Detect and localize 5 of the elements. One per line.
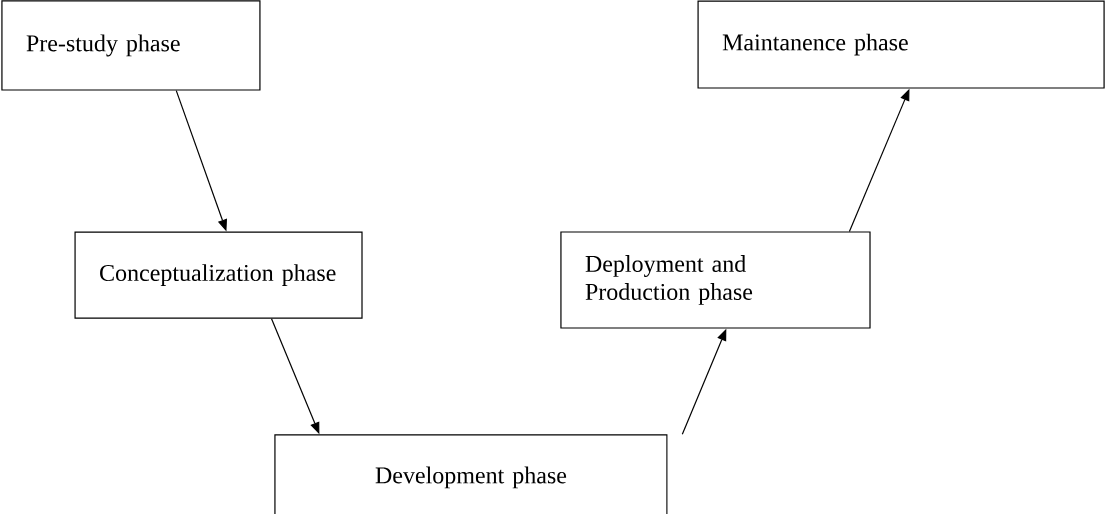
process-box: Conceptualization phase	[74, 231, 363, 319]
process-box: Pre-study phase	[1, 0, 261, 91]
process-box: Development phase	[274, 434, 668, 514]
process-box: Deployment and Production phase	[560, 231, 871, 329]
process-box: Maintanence phase	[697, 0, 1105, 89]
